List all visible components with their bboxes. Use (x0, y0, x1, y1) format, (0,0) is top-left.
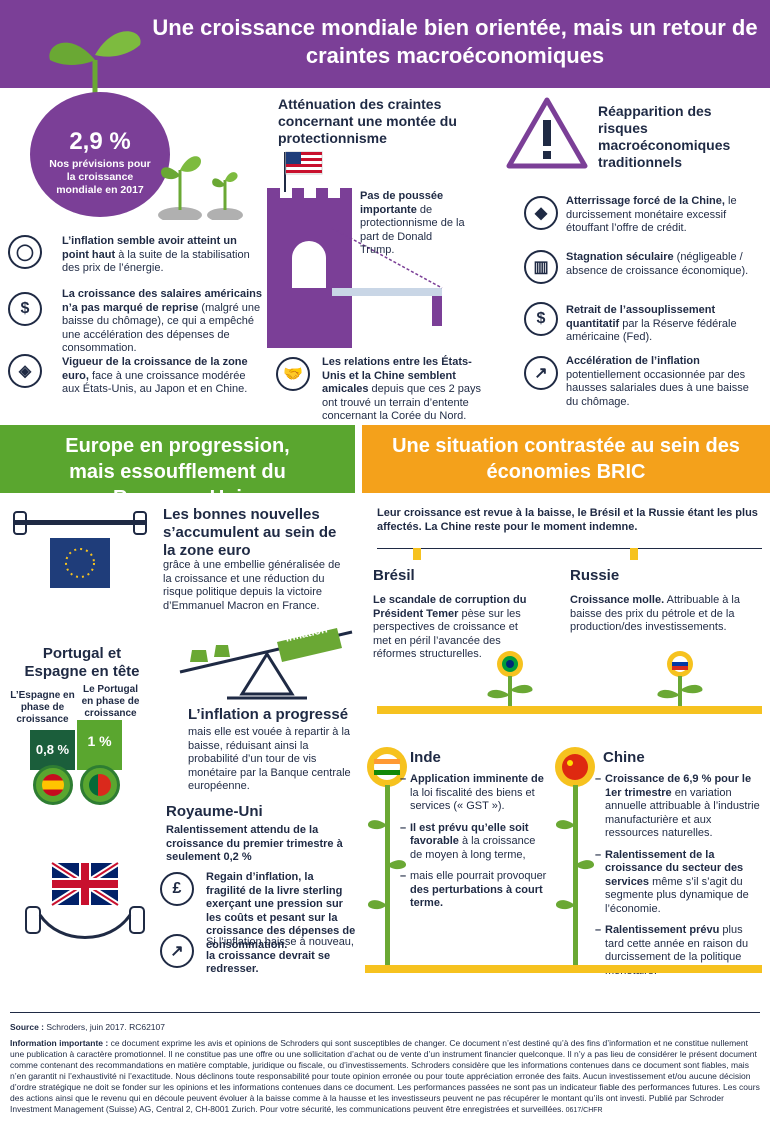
inde-title: Inde (410, 749, 441, 766)
russia-flower-icon (657, 651, 703, 710)
inflation-text: mais elle est vouée à repartir à la bais… (188, 726, 351, 792)
warning-icon (506, 97, 588, 169)
inde-point-2: Il est prévu qu’elle soit favorable à la… (400, 822, 550, 863)
russie-title: Russie (570, 567, 620, 584)
chine-title: Chine (603, 749, 645, 766)
shelf-top (377, 548, 762, 549)
protectionism-title: Atténuation des craintes concernant une … (278, 96, 457, 146)
chine-points: Croissance de 6,9 % pour le 1er trimestr… (595, 773, 760, 978)
bresil-title: Brésil (373, 567, 415, 584)
handshake-icon: 🤝 (276, 357, 310, 391)
bric-banner: Une situation contrastée au sein des éco… (362, 425, 770, 493)
risks-title: Réapparition des risques macroéconomique… (598, 103, 731, 170)
trend-up-uk-icon: ↗ (160, 934, 194, 968)
pt-bar (77, 720, 122, 770)
growth-globe (30, 92, 170, 217)
lamp-2 (630, 548, 638, 560)
inde-point-1: Application imminente de la loi fiscalit… (400, 773, 550, 814)
footer-disclaimer: Information importante : ce document exp… (10, 1038, 760, 1114)
trend-up-icon: ↗ (524, 356, 558, 390)
inflation-title: L’inflation a progressé (188, 706, 349, 723)
india-flower-icon (367, 747, 407, 970)
good-news-text: grâce à une embellie généralisée de la c… (163, 559, 341, 612)
chine-point-2: Ralentissement de la croissance du secte… (595, 849, 760, 917)
left-point-3: Vigueur de la croissance de la zone euro… (62, 356, 248, 395)
uk-title: Royaume-Uni (166, 803, 263, 820)
es-label: L’Espagne en phase de croissance (10, 690, 75, 725)
pound-icon: £ (160, 872, 194, 906)
china-flower-icon (555, 747, 595, 970)
inde-points: Application imminente de la loi fiscalit… (400, 773, 550, 911)
risk-3: Retrait de l’assouplissement quantitatif… (566, 304, 737, 343)
chine-point-1: Croissance de 6,9 % pour le 1er trimestr… (595, 773, 760, 841)
tower-drawbridge-icon (267, 151, 443, 348)
pt-value: 1 % (87, 733, 112, 749)
growth-value: 2,9 % (69, 128, 131, 155)
banknote-icon: $ (524, 302, 558, 336)
footer-rule (10, 1012, 760, 1013)
relations-text: Les relations entre les États-Unis et la… (322, 356, 482, 422)
sprout-icon (49, 31, 141, 105)
balloon-icon: ◯ (8, 235, 42, 269)
uk-subtitle: Ralentissement attendu de la croissance … (166, 824, 343, 863)
es-value: 0,8 % (35, 742, 70, 757)
left-point-1: L’inflation semble avoir atteint un poin… (62, 235, 250, 274)
risk-2: Stagnation séculaire (négligeable / abse… (566, 251, 749, 277)
pt-label: Le Portugal en phase de croissance (81, 684, 140, 719)
small-sprouts-icon (158, 156, 243, 220)
page-title: Une croissance mondiale bien orientée, m… (152, 15, 758, 68)
good-news-title: Les bonnes nouvelles s’accumulent au sei… (163, 506, 337, 559)
pt-es-title: Portugal et Espagne en tête (24, 645, 140, 680)
lamp-1 (413, 548, 421, 560)
es-bar (30, 730, 75, 770)
dollar-icon: $ (8, 292, 42, 326)
portugal-rosette (80, 765, 120, 805)
europe-banner: Europe en progression, mais essoufflemen… (0, 425, 355, 509)
uk-point-2: Si l’inflation baisse à nouveau, la croi… (206, 936, 354, 975)
tower-text: Pas de poussée importante de protectionn… (360, 190, 465, 256)
bresil-text: Le scandale de corruption du Président T… (373, 594, 527, 660)
europe-map-icon: ◈ (8, 354, 42, 388)
risk-4: Accélération de l’inflation potentiellem… (566, 355, 749, 408)
ground-1 (377, 706, 762, 714)
bric-intro: Leur croissance est revue à la baisse, l… (377, 507, 758, 533)
barbell-uk-icon (25, 860, 145, 939)
brazil-flower-icon (487, 651, 533, 710)
growth-caption: Nos prévisions pour la croissance mondia… (49, 158, 151, 196)
spain-rosette (33, 765, 73, 805)
uk-point-1: Regain d’inflation, la fragilité de la l… (206, 871, 356, 951)
ground-2 (365, 965, 762, 973)
footer: Source : Schroders, juin 2017. RC62107 I… (10, 1022, 760, 1116)
footer-source: Source : Schroders, juin 2017. RC62107 (10, 1022, 165, 1032)
risk-1: Atterrissage forcé de la Chine, le durci… (566, 195, 737, 234)
bars-icon: ▥ (524, 250, 558, 284)
barbell-eu-icon (13, 511, 147, 588)
seesaw-icon (179, 628, 353, 700)
inde-point-3: mais elle pourrait provoquer des perturb… (400, 870, 550, 911)
china-map-icon: ◆ (524, 196, 558, 230)
russie-text: Croissance molle. Attribuable à la baiss… (570, 594, 740, 633)
left-point-2: La croissance des salaires américains n’… (62, 288, 262, 354)
